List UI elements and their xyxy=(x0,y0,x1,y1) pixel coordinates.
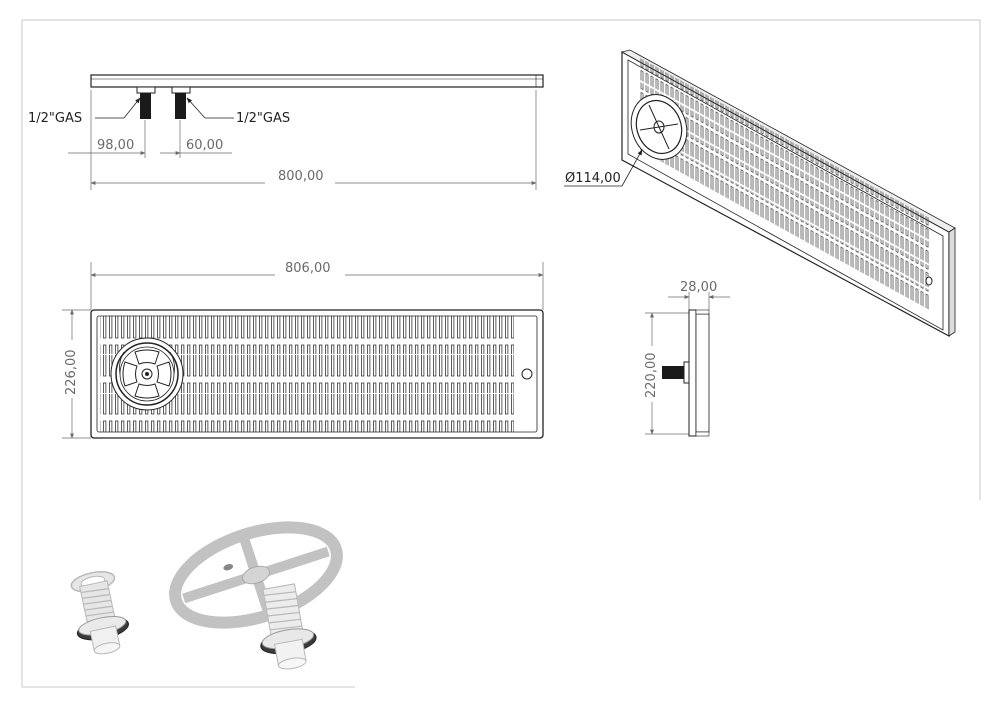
iso-drain-grate xyxy=(630,94,688,160)
dim-height: 226,00 xyxy=(64,350,79,396)
iso-slot-row-top xyxy=(640,57,930,241)
dim-left-spacing: 98,00 xyxy=(97,138,134,153)
dim-length: 800,00 xyxy=(278,169,324,184)
iso-slot-row-extra xyxy=(640,129,930,311)
fitting-right xyxy=(171,86,191,119)
end-view-fitting xyxy=(662,361,690,384)
left-fitting-label: 1/2"GAS xyxy=(28,111,82,126)
top-view: 806,00 226,00 xyxy=(60,258,544,439)
iso-slot-row-bottom xyxy=(640,105,930,289)
right-fitting-label: 1/2"GAS xyxy=(236,111,290,126)
end-view: 28,00 220,00 xyxy=(640,280,730,437)
dim-end-height: 220,00 xyxy=(644,353,659,399)
tray-end-profile xyxy=(688,309,697,437)
dim-fitting-spacing: 60,00 xyxy=(186,138,223,153)
tray-side-profile xyxy=(90,74,544,88)
overflow-hole xyxy=(521,368,533,380)
iso-slot-row-mid xyxy=(640,81,930,265)
drain-grate xyxy=(110,337,184,411)
iso-overflow-hole xyxy=(925,276,933,286)
isometric-view: Ø114,00 xyxy=(564,49,956,338)
sheet-frame xyxy=(21,19,981,688)
dim-drain-diameter: Ø114,00 xyxy=(565,171,621,186)
fitting-left xyxy=(136,86,156,119)
drain-grate-with-fitting-render xyxy=(169,521,343,670)
side-view: 1/2"GAS 1/2"GAS 98,00 60,00 800,00 xyxy=(28,74,544,190)
dim-width: 806,00 xyxy=(285,261,331,276)
dim-depth: 28,00 xyxy=(680,280,717,295)
drain-fitting-render xyxy=(70,571,129,655)
